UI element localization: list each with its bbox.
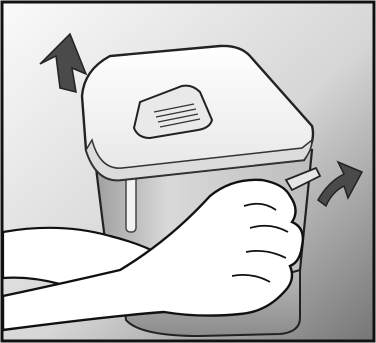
latch bbox=[284, 166, 322, 192]
handle-grip-lines bbox=[153, 103, 201, 128]
lift-arrow-icon bbox=[39, 32, 88, 94]
lid-rim bbox=[85, 138, 313, 181]
right-arm bbox=[1, 178, 305, 332]
lift-arrow-icon bbox=[317, 160, 364, 208]
finger-lines bbox=[231, 202, 289, 283]
lid-handle bbox=[132, 84, 214, 140]
